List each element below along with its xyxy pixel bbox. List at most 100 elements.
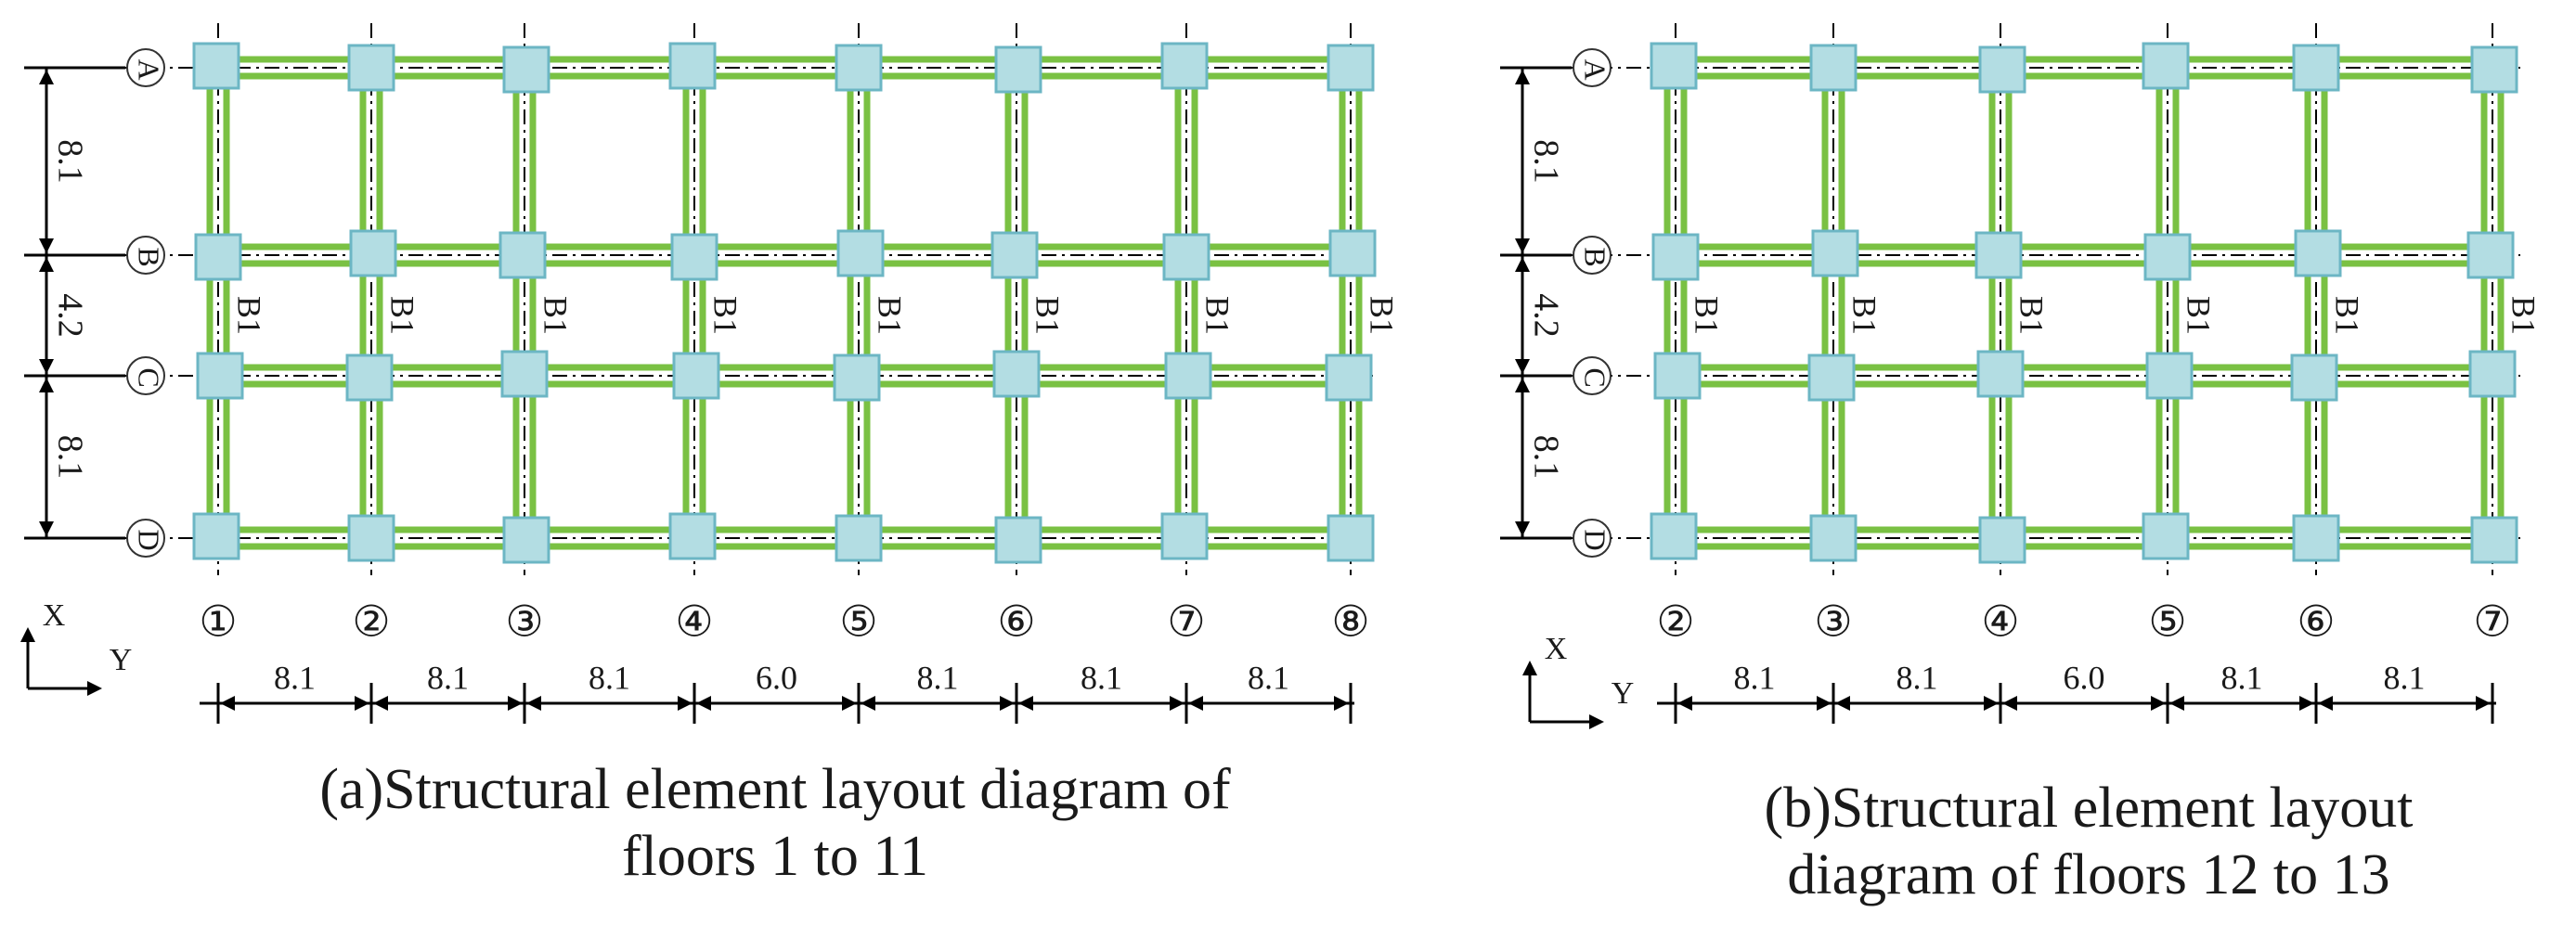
beam-label-b1: B1 [1364, 296, 1401, 335]
column [2142, 42, 2190, 90]
row-axis-label: A [1579, 58, 1612, 80]
column-spacing-label: 8.1 [1896, 659, 1938, 696]
column [1807, 353, 1856, 402]
column-spacing-label: 8.1 [274, 659, 316, 696]
dimension-arrow [39, 238, 54, 253]
column-axis-label: ④ [1981, 598, 2019, 646]
beam-label-b1: B1 [2181, 296, 2218, 335]
dimension-arrow [373, 696, 388, 711]
row-spacing-label: 8.1 [1526, 139, 1565, 184]
dimension-arrow [355, 696, 369, 711]
column [1651, 233, 1700, 281]
column [1162, 233, 1210, 281]
column [1327, 44, 1375, 92]
column [192, 42, 240, 90]
dimension-arrow [1515, 238, 1530, 253]
caption-a-line1: (a)Structural element layout diagram of [319, 758, 1231, 821]
caption-b-line1: (b)Structural element layout [1764, 777, 2414, 840]
column-spacing-label: 8.1 [589, 659, 630, 696]
column [347, 514, 395, 562]
dimension-arrow [39, 70, 54, 84]
beam-label-b1: B1 [872, 296, 909, 335]
beam-label-b1: B1 [1689, 296, 1726, 335]
column [1650, 512, 1698, 560]
column-axis-label: ④ [675, 598, 713, 646]
column [502, 45, 550, 94]
dimension-arrow [1515, 257, 1530, 272]
column [2468, 350, 2517, 398]
row-axis-label: B [1579, 247, 1612, 266]
dimension-arrow [39, 378, 54, 392]
beam-label-b1: B1 [2329, 296, 2366, 335]
row-spacing-label: 8.1 [1526, 435, 1565, 480]
dimension-arrow [39, 359, 54, 374]
dimension-arrow [2318, 696, 2333, 711]
coordinate-axis-x-arrow [20, 627, 35, 642]
dimension-arrow [2151, 696, 2166, 711]
column-axis-label: ① [199, 598, 237, 646]
beam-label-b1: B1 [2505, 296, 2543, 335]
dimension-arrow [220, 696, 235, 711]
dimension-arrow [39, 257, 54, 272]
column [670, 233, 718, 281]
dimension-arrow [39, 521, 54, 536]
dimension-arrow [1515, 70, 1530, 84]
column-axis-label: ⑤ [2148, 598, 2186, 646]
column [1327, 514, 1375, 562]
row-axis-label: B [133, 247, 166, 266]
row-axis-label: D [1579, 529, 1612, 550]
column-axis-label: ⑧ [1331, 598, 1369, 646]
caption-a-line2: floors 1 to 11 [621, 825, 929, 888]
column-axis-label: ⑤ [839, 598, 877, 646]
column-spacing-label: 6.0 [2064, 659, 2105, 696]
column-axis-label: ② [1656, 598, 1694, 646]
column-spacing-label: 6.0 [756, 659, 797, 696]
column [990, 231, 1039, 279]
dimension-arrow [1018, 696, 1033, 711]
row-axis-bubble [1573, 519, 1612, 558]
column [1650, 42, 1698, 90]
column [500, 350, 549, 398]
column [1809, 44, 1858, 92]
row-spacing-label: 8.1 [50, 435, 89, 480]
dimension-arrow [2476, 696, 2491, 711]
column [1978, 45, 2026, 94]
row-axis-label: A [133, 58, 166, 80]
row-spacing-label: 8.1 [50, 139, 89, 184]
dimension-arrow [1188, 696, 1203, 711]
row-axis-bubble [126, 356, 165, 395]
column-spacing-label: 8.1 [427, 659, 469, 696]
beam-label-b1: B1 [537, 296, 575, 335]
column-axis-label: ② [352, 598, 390, 646]
coordinate-axis-y-label: Y [110, 643, 133, 677]
dimension-arrow [1334, 696, 1349, 711]
beam-label-b1: B1 [231, 296, 268, 335]
dimension-arrow [2299, 696, 2314, 711]
column [668, 512, 717, 560]
coordinate-axis-y-arrow [87, 681, 102, 696]
column-spacing-label: 8.1 [917, 659, 959, 696]
column-spacing-label: 8.1 [2221, 659, 2263, 696]
column-spacing-label: 8.1 [1081, 659, 1122, 696]
caption-b-line2: diagram of floors 12 to 13 [1787, 843, 2390, 906]
row-spacing-label: 4.2 [50, 293, 89, 338]
row-axis-label: D [133, 529, 166, 550]
row-spacing-label: 4.2 [1526, 293, 1565, 338]
column-axis-label: ⑦ [2473, 598, 2511, 646]
column [192, 512, 240, 560]
row-axis-label: C [1579, 367, 1612, 387]
dimension-arrow [1515, 378, 1530, 392]
dimension-arrow [1677, 696, 1692, 711]
beam-label-b1: B1 [707, 296, 744, 335]
dimension-arrow [526, 696, 541, 711]
row-axis-label: C [133, 367, 166, 387]
column [835, 514, 883, 562]
column [196, 352, 244, 400]
column-axis-label: ③ [505, 598, 543, 646]
column [994, 45, 1042, 94]
column [2470, 516, 2518, 564]
column [2142, 512, 2190, 560]
